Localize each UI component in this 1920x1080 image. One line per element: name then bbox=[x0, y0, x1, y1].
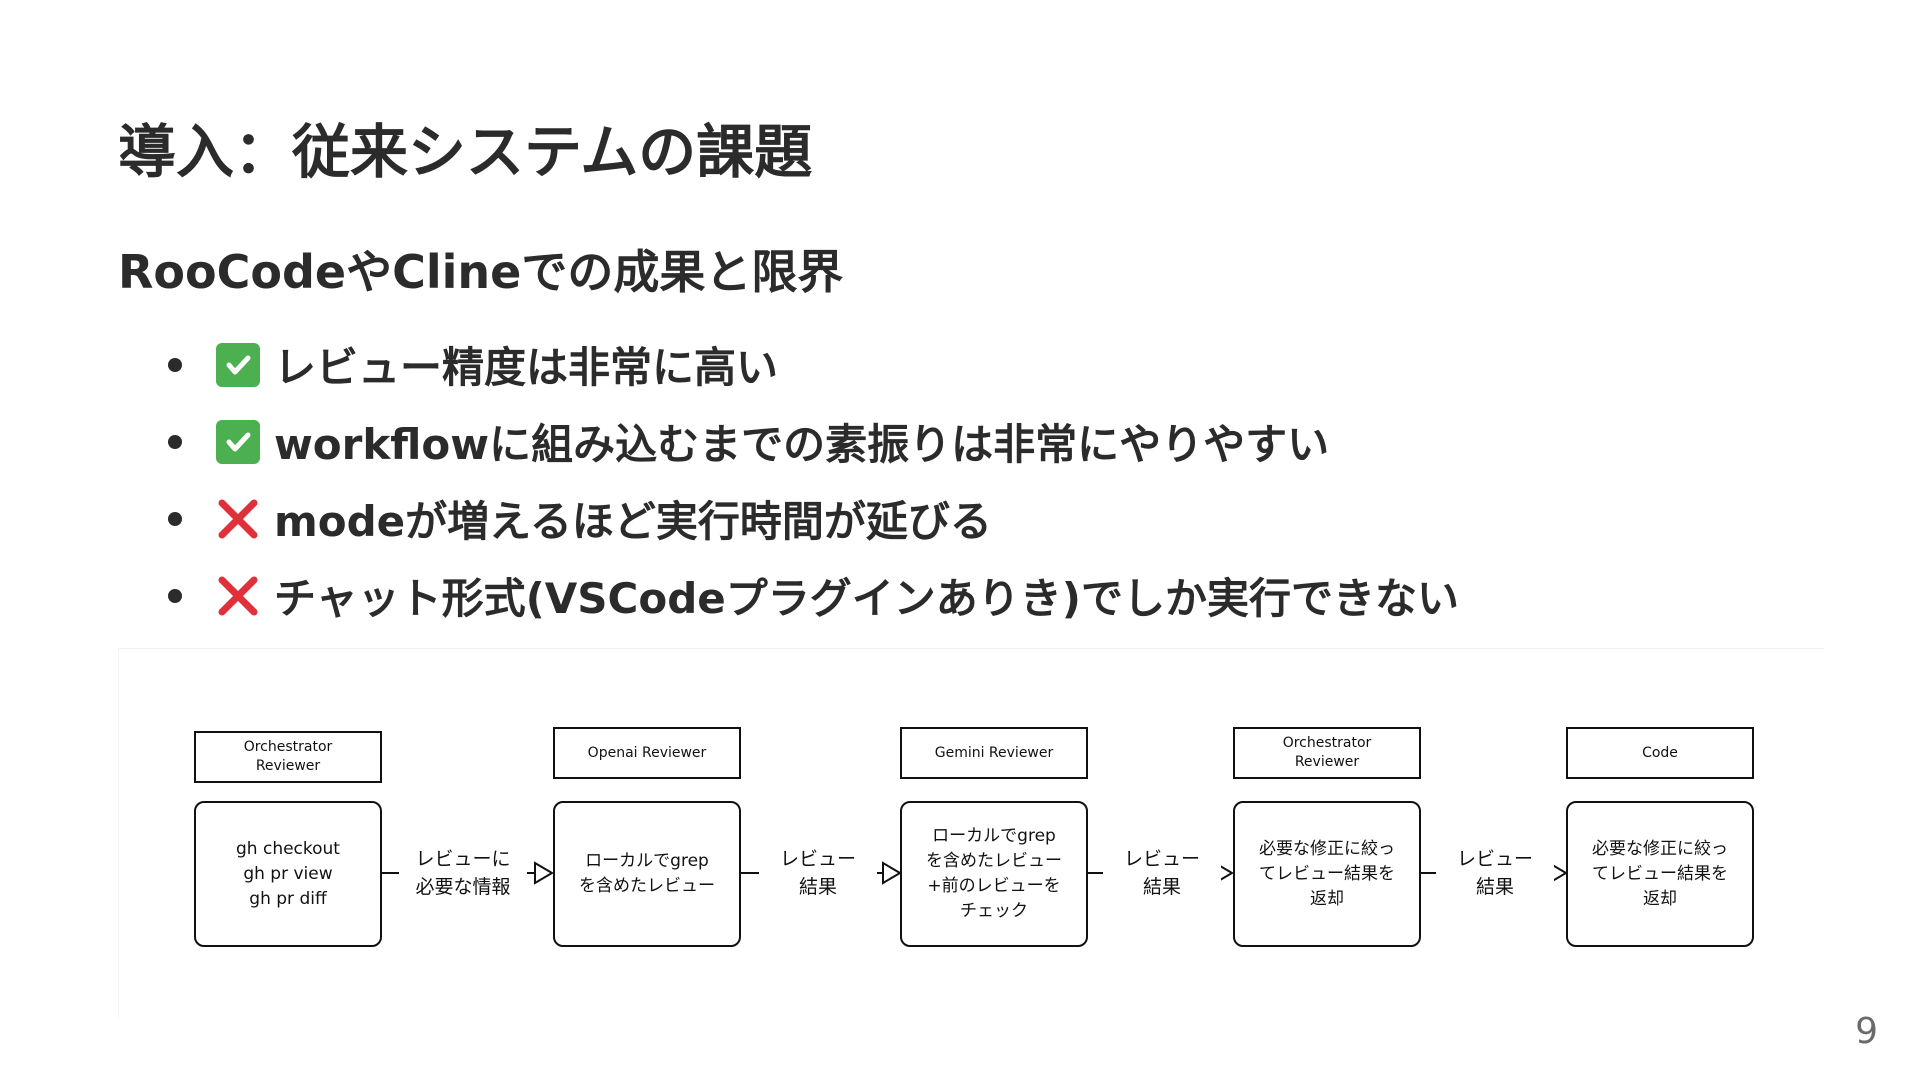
stage-box-code: 必要な修正に絞っ てレビュー結果を 返却 bbox=[1566, 801, 1754, 947]
edge-label: レビューに 必要な情報 bbox=[399, 845, 527, 901]
bullet-text: modeが増えるほど実行時間が延びる bbox=[274, 497, 992, 546]
stage-box-openai: ローカルでgrep を含めたレビュー bbox=[553, 801, 741, 947]
edge-label: レビュー 結果 bbox=[759, 845, 877, 901]
bullet-list: レビュー精度は非常に高い workflowに組み込むまでの素振りは非常にやりやす… bbox=[168, 326, 1459, 634]
bullet-item: modeが増えるほど実行時間が延びる bbox=[168, 480, 1459, 557]
stage-label-orchestrator-final: Orchestrator Reviewer bbox=[1233, 727, 1421, 779]
stage-label-openai: Openai Reviewer bbox=[553, 727, 741, 779]
stage-label-code: Code bbox=[1566, 727, 1754, 779]
slide-title: 導入：従来システムの課題 bbox=[118, 118, 813, 186]
edge-label: レビュー 結果 bbox=[1436, 845, 1554, 901]
cross-mark-icon bbox=[216, 574, 260, 618]
page-number: 9 bbox=[1855, 1011, 1878, 1052]
stage-label-gemini: Gemini Reviewer bbox=[900, 727, 1088, 779]
check-mark-icon bbox=[216, 419, 260, 464]
workflow-diagram: Orchestrator Reviewer gh checkout gh pr … bbox=[118, 648, 1824, 1019]
section-subtitle: RooCodeやClineでの成果と限界 bbox=[118, 245, 844, 299]
bullet-item: workflowに組み込むまでの素振りは非常にやりやすい bbox=[168, 403, 1459, 480]
bullet-item: レビュー精度は非常に高い bbox=[168, 326, 1459, 403]
bullet-text: レビュー精度は非常に高い bbox=[274, 343, 779, 392]
arrowhead-icon bbox=[534, 861, 554, 885]
arrowhead-icon bbox=[882, 861, 902, 885]
stage-label-orchestrator: Orchestrator Reviewer bbox=[194, 731, 382, 783]
bullet-item: チャット形式(VSCodeプラグインありき)でしか実行できない bbox=[168, 557, 1459, 634]
bullet-dot bbox=[168, 588, 182, 603]
stage-box-orchestrator-final: 必要な修正に絞っ てレビュー結果を 返却 bbox=[1233, 801, 1421, 947]
stage-box-gemini: ローカルでgrep を含めたレビュー +前のレビューを チェック bbox=[900, 801, 1088, 947]
bullet-dot bbox=[168, 434, 182, 449]
bullet-dot bbox=[168, 357, 182, 372]
bullet-text: チャット形式(VSCodeプラグインありき)でしか実行できない bbox=[274, 574, 1459, 623]
bullet-dot bbox=[168, 511, 182, 526]
bullet-text: workflowに組み込むまでの素振りは非常にやりやすい bbox=[274, 420, 1330, 469]
stage-box-orchestrator: gh checkout gh pr view gh pr diff bbox=[194, 801, 382, 947]
check-mark-icon bbox=[216, 342, 260, 387]
cross-mark-icon bbox=[216, 497, 260, 541]
edge-label: レビュー 結果 bbox=[1103, 845, 1221, 901]
